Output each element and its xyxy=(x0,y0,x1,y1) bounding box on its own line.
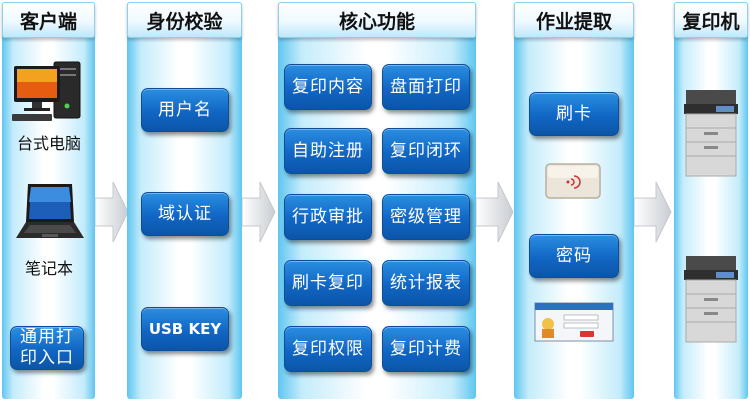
copier-icon xyxy=(680,254,742,344)
core-card-copy-button[interactable]: 刷卡复印 xyxy=(284,260,372,306)
laptop-label: 笔记本 xyxy=(24,259,73,278)
flow-arrow-4 xyxy=(634,180,672,244)
copier-icon xyxy=(680,88,742,178)
card-swipe-button[interactable]: 刷卡 xyxy=(529,92,619,136)
desktop-label: 台式电脑 xyxy=(16,134,81,153)
domain-auth-button[interactable]: 域认证 xyxy=(141,192,229,236)
core-security-level-button[interactable]: 密级管理 xyxy=(382,194,470,240)
core-copy-permission-button[interactable]: 复印权限 xyxy=(284,326,372,372)
core-copy-loop-button[interactable]: 复印闭环 xyxy=(382,128,470,174)
job-column-title: 作业提取 xyxy=(514,2,634,38)
flow-arrow-2 xyxy=(242,180,276,244)
laptop-icon xyxy=(14,182,86,244)
desktop-computer-icon xyxy=(10,58,90,124)
flow-arrow-3 xyxy=(476,180,514,244)
core-admin-approval-button[interactable]: 行政审批 xyxy=(284,194,372,240)
copier-column-title: 复印机 xyxy=(674,2,748,38)
core-copy-content-button[interactable]: 复印内容 xyxy=(284,64,372,110)
username-button[interactable]: 用户名 xyxy=(141,88,229,132)
job-column: 作业提取 刷卡 密码 xyxy=(514,2,634,399)
core-column-title: 核心功能 xyxy=(278,2,476,38)
login-screen-icon xyxy=(534,302,614,342)
flow-arrow-1 xyxy=(95,180,129,244)
copier-column: 复印机 xyxy=(674,2,748,399)
core-column: 核心功能 复印内容 盘面打印 自助注册 复印闭环 行政审批 密级管理 刷卡复印 … xyxy=(278,2,476,399)
core-self-register-button[interactable]: 自助注册 xyxy=(284,128,372,174)
client-column: 客户端 台式电脑 笔记本 通用打印入口 xyxy=(2,2,95,399)
core-disk-print-button[interactable]: 盘面打印 xyxy=(382,64,470,110)
usb-key-button[interactable]: USB KEY xyxy=(141,307,229,351)
core-stats-report-button[interactable]: 统计报表 xyxy=(382,260,470,306)
client-column-title: 客户端 xyxy=(2,2,95,38)
auth-column: 身份校验 用户名 域认证 USB KEY xyxy=(127,2,242,399)
card-reader-icon xyxy=(544,162,604,202)
auth-column-title: 身份校验 xyxy=(127,2,242,38)
core-copy-billing-button[interactable]: 复印计费 xyxy=(382,326,470,372)
password-button[interactable]: 密码 xyxy=(529,234,619,278)
print-entry-button[interactable]: 通用打印入口 xyxy=(10,326,84,370)
